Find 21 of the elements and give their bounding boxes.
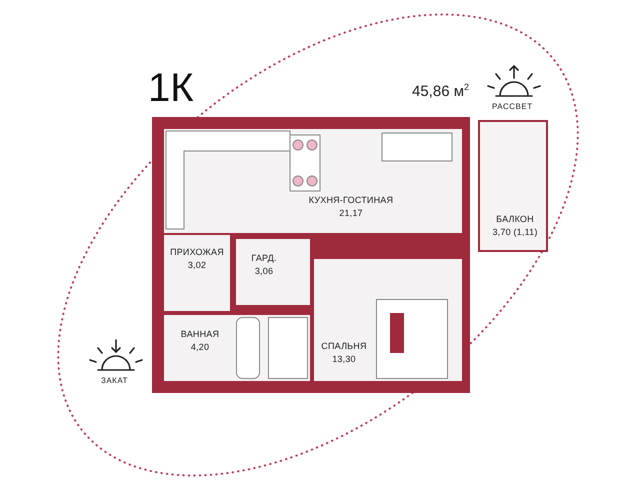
balcony-room (478, 120, 548, 252)
room-area-value: 3,06 (254, 266, 274, 276)
room-area-value: 3,70 (1,11) (492, 227, 538, 237)
room-name: КУХНЯ-ГОСТИНАЯ (308, 195, 394, 205)
sunset-label: ЗАКАТ (101, 376, 128, 385)
room-name: ПРИХОЖАЯ (170, 247, 224, 257)
total-area: 45,86 м$^{2}$ (412, 82, 470, 100)
room-area (164, 235, 230, 311)
room-area-value: 4,20 (190, 342, 210, 352)
room-name: СПАЛЬНЯ (321, 341, 367, 351)
room-name: ВАННАЯ (180, 329, 220, 339)
room-area (164, 315, 310, 381)
room-area-value: 13,30 (332, 354, 356, 364)
room-name: БАЛКОН (496, 214, 534, 224)
room-area-value: 3,02 (188, 260, 206, 270)
room-area (314, 259, 462, 381)
room-name: ГАРД. (251, 253, 277, 263)
room-area-value: 21,17 (339, 208, 363, 218)
sunrise-label: РАССВЕТ (492, 102, 533, 111)
apartment-type: 1К (148, 66, 194, 111)
room-area (236, 239, 310, 305)
